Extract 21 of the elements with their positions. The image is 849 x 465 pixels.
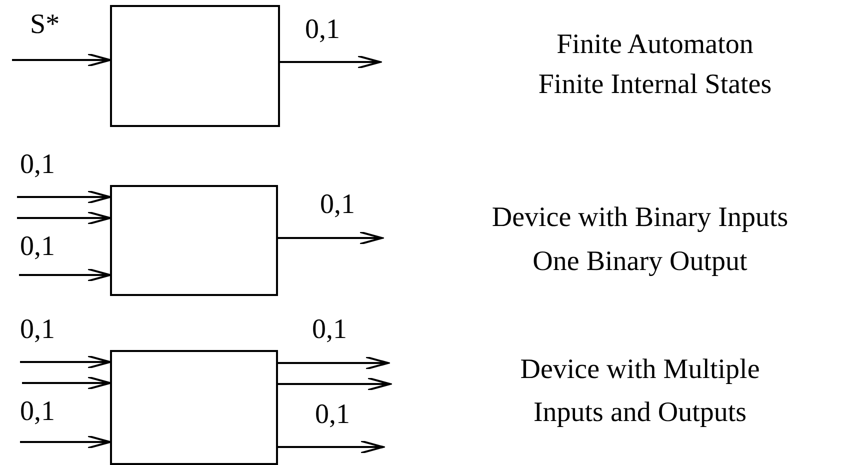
arrow [17,211,111,225]
arrow [17,190,111,204]
description-text: Device with Multiple [520,355,760,385]
arrow [19,268,111,282]
arrow [278,356,389,370]
arrow [12,53,111,67]
empty-box [110,350,278,465]
arrow [278,440,384,454]
arrow [22,376,111,390]
arrow [20,435,111,449]
description-text: Inputs and Outputs [533,398,747,428]
arrow [278,231,383,245]
description-text: Finite Internal States [538,70,772,100]
arrow [20,355,111,369]
empty-box [110,185,278,296]
empty-box [110,5,280,127]
description-text: One Binary Output [532,247,748,277]
description-text: Device with Binary Inputs [492,203,788,233]
arrow [278,377,391,391]
arrow [280,55,381,69]
description-text: Finite Automaton [556,30,754,60]
